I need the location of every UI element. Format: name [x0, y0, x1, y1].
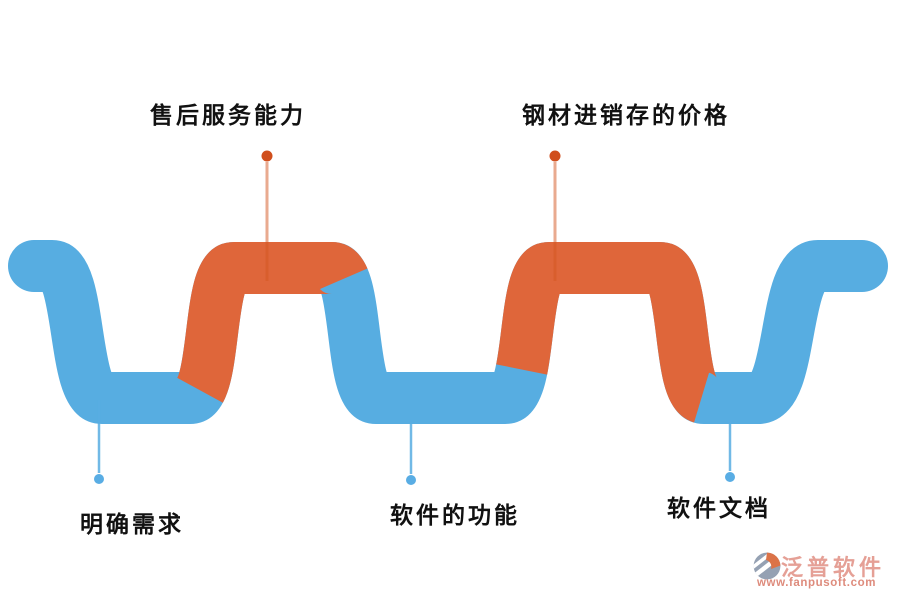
- marker-dot-top-right: [549, 150, 561, 162]
- step-label-software-functions: 软件的功能: [390, 502, 520, 528]
- brand-name: 泛普软件: [781, 555, 886, 580]
- marker-dot-bottom-center: [406, 475, 416, 485]
- step-label-steel-invoicing-price: 钢材进销存的价格: [522, 102, 730, 128]
- marker-dot-bottom-left: [94, 474, 104, 484]
- fanpu-logo-icon: [753, 552, 781, 580]
- marker-dot-top-left: [261, 150, 273, 162]
- brand-url: www.fanpusoft.com: [757, 577, 877, 589]
- step-label-software-documents: 软件文档: [667, 495, 771, 521]
- marker-dot-bottom-right: [725, 472, 735, 482]
- step-label-clarify-requirements: 明确需求: [80, 511, 184, 537]
- wave-ribbon-blue: [8, 240, 888, 424]
- step-label-aftersales-service: 售后服务能力: [150, 102, 306, 128]
